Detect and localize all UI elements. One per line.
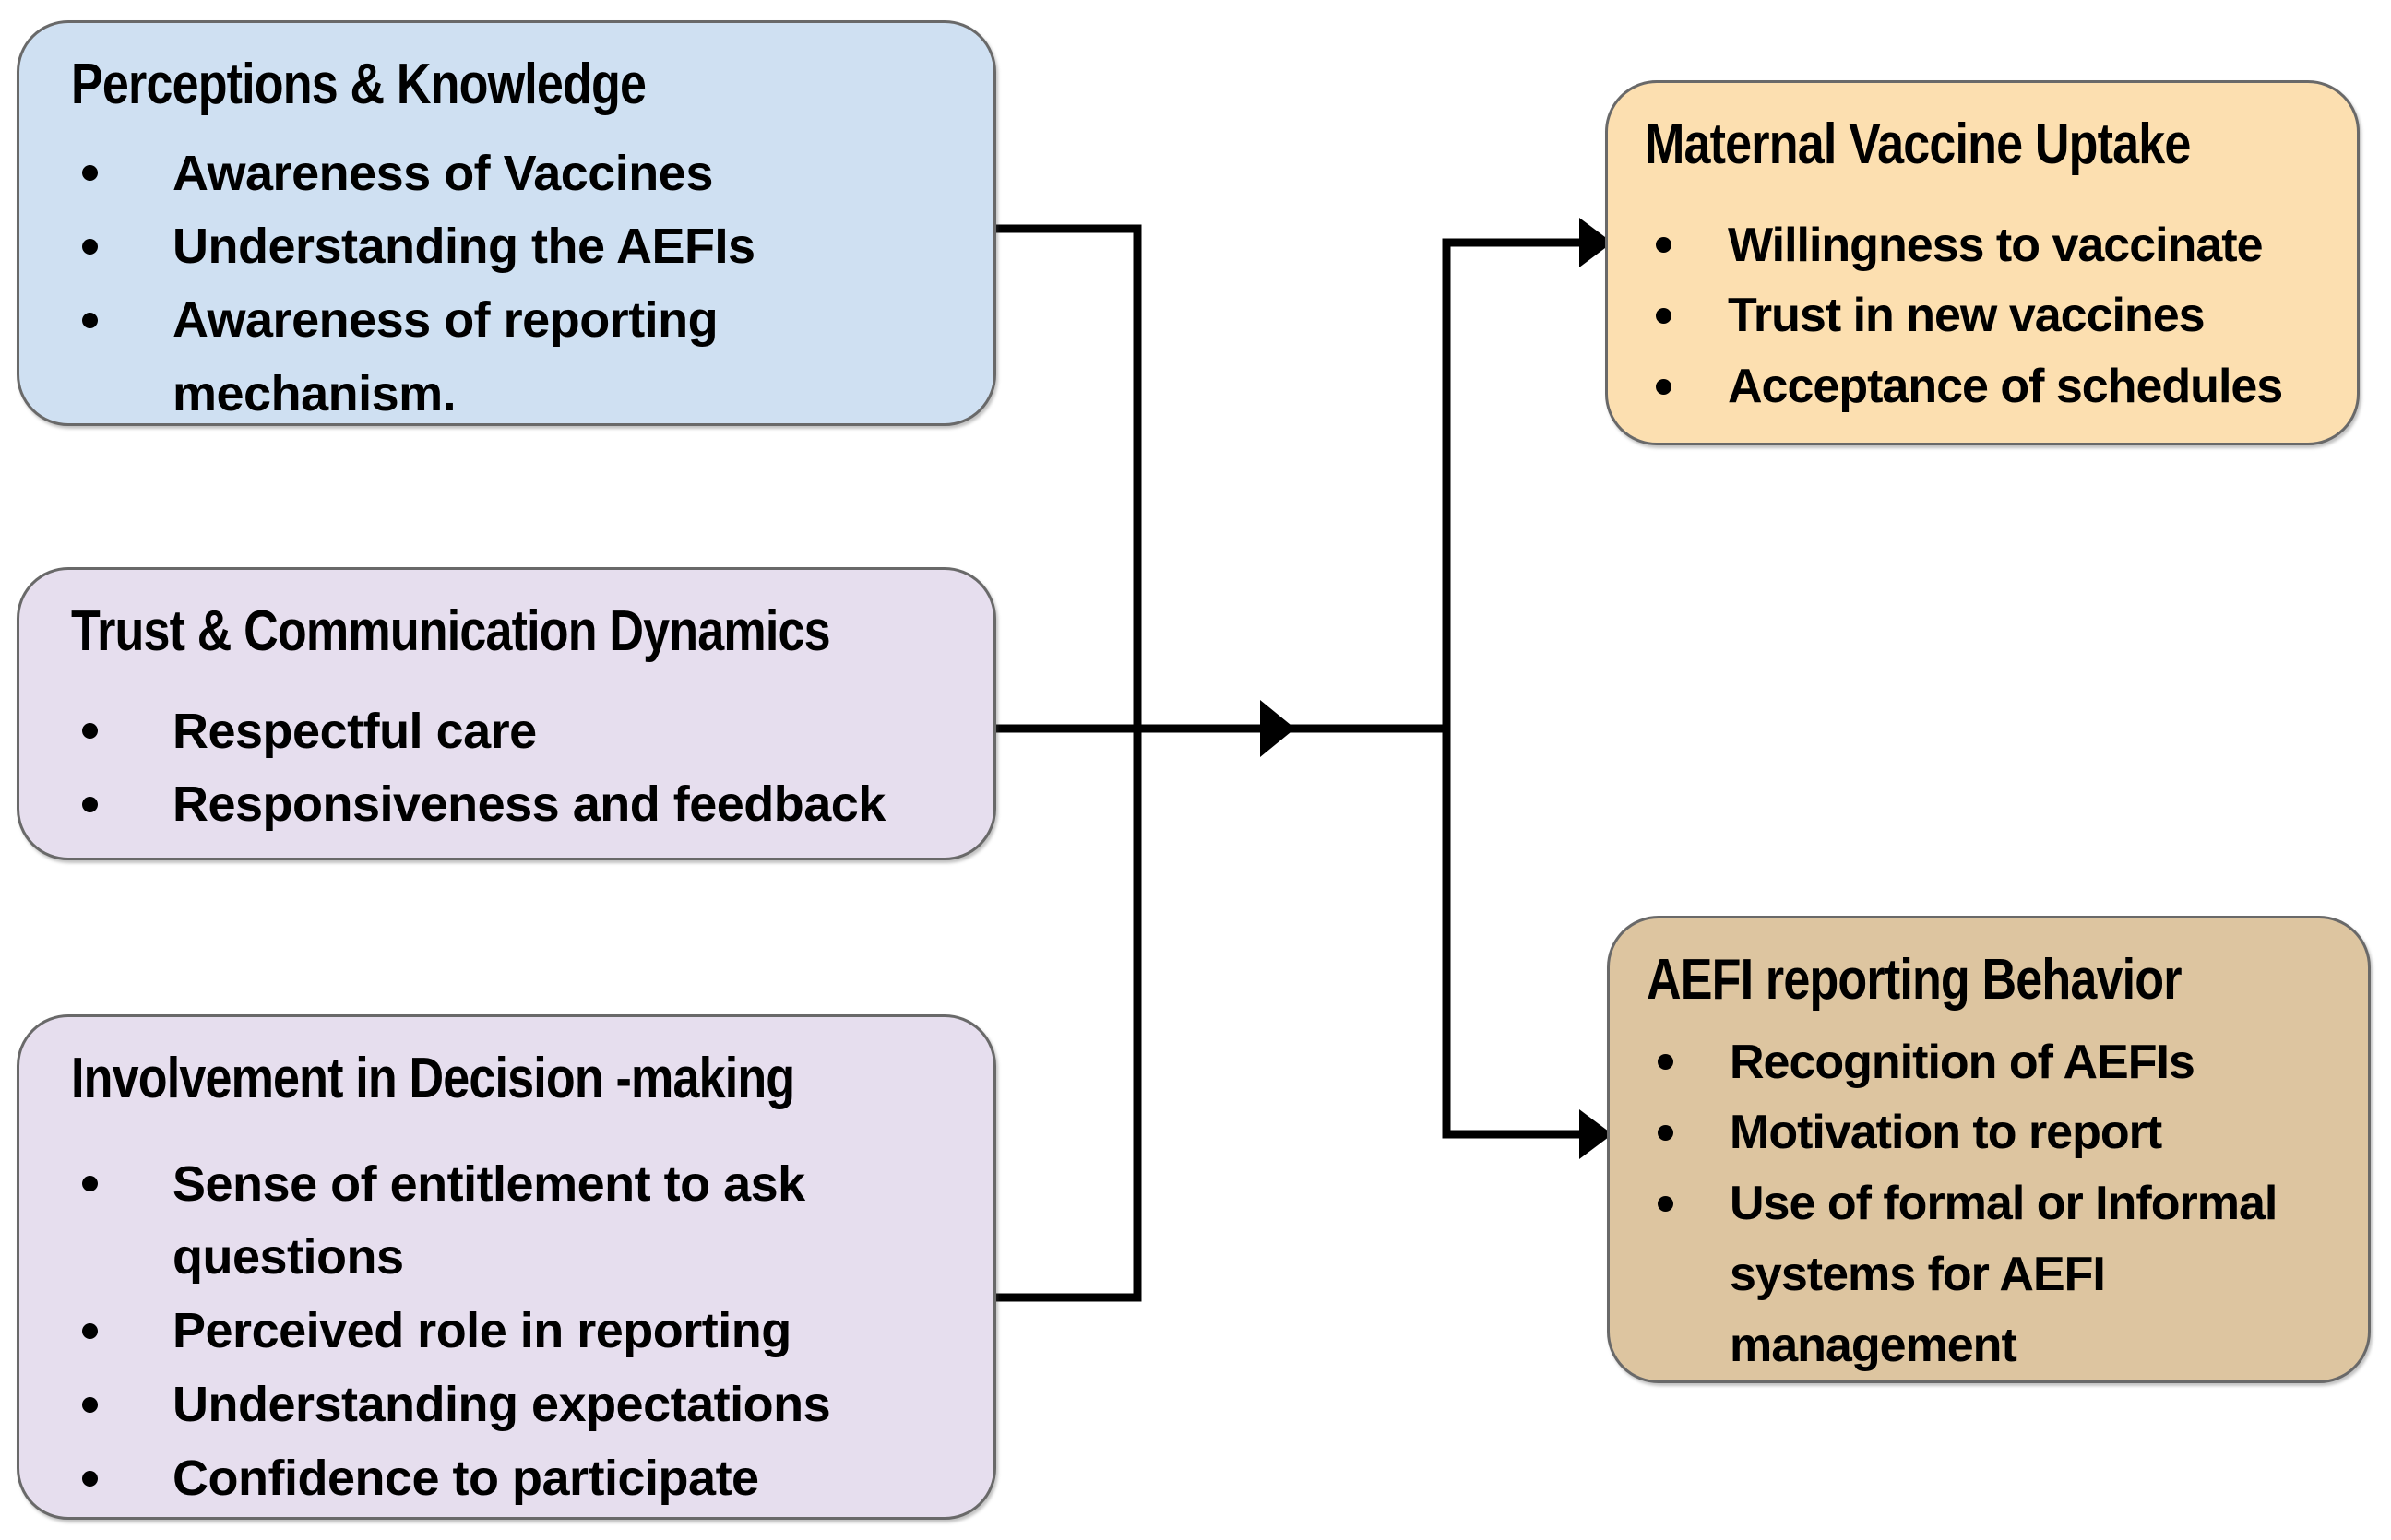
bullet-item: Perceived role in reporting [71, 1295, 979, 1368]
bullet-item: Recognition of AEFIs [1647, 1027, 2353, 1098]
connector-left-bracket [989, 224, 1142, 1302]
bullet-item: Awareness of reporting mechanism. [71, 284, 979, 432]
bullet-item: Sense of entitlement to ask questions [71, 1148, 979, 1296]
bullet-list: Respectful care Responsiveness and feedb… [71, 695, 979, 843]
bullet-item: Motivation to report [1647, 1097, 2353, 1168]
box-aefi-reporting-behavior: AEFI reporting Behavior Recognition of A… [1607, 916, 2371, 1383]
bullet-item: Use of formal or Informal systems for AE… [1647, 1168, 2353, 1381]
bullet-list: Recognition of AEFIs Motivation to repor… [1647, 1027, 2353, 1382]
bullet-list: Sense of entitlement to ask questions Pe… [71, 1148, 979, 1517]
bullet-item: Understanding expectations [71, 1368, 979, 1442]
box-title-maternal: Maternal Vaccine Uptake [1645, 113, 2191, 176]
box-trust-communication: Trust & Communication Dynamics Respectfu… [17, 567, 996, 860]
bullet-item: Confidence to participate [71, 1442, 979, 1516]
bullet-item: Trust in new vaccines [1645, 280, 2342, 351]
box-involvement-decision: Involvement in Decision -making Sense of… [17, 1014, 996, 1520]
center-arrowhead-icon [1260, 700, 1295, 757]
box-title-involvement: Involvement in Decision -making [71, 1047, 795, 1110]
box-title-perceptions: Perceptions & Knowledge [71, 53, 647, 116]
box-maternal-vaccine-uptake: Maternal Vaccine Uptake Willingness to v… [1605, 80, 2360, 445]
box-perceptions-knowledge: Perceptions & Knowledge Awareness of Vac… [17, 20, 996, 426]
bullet-item: Understanding the AEFIs [71, 210, 979, 284]
bullet-list: Willingness to vaccinate Trust in new va… [1645, 210, 2342, 423]
bullet-item: Respectful care [71, 695, 979, 769]
bullet-item: Willingness to vaccinate [1645, 210, 2342, 281]
box-title-aefi: AEFI reporting Behavior [1647, 948, 2183, 1012]
bullet-item: Awareness of Vaccines [71, 137, 979, 211]
bullet-item: Responsiveness and feedback [71, 768, 979, 842]
box-title-trust: Trust & Communication Dynamics [71, 599, 831, 663]
connector-right-bracket [1442, 238, 1581, 1139]
bullet-list: Awareness of Vaccines Understanding the … [71, 137, 979, 432]
bullet-item: Acceptance of schedules [1645, 351, 2342, 422]
